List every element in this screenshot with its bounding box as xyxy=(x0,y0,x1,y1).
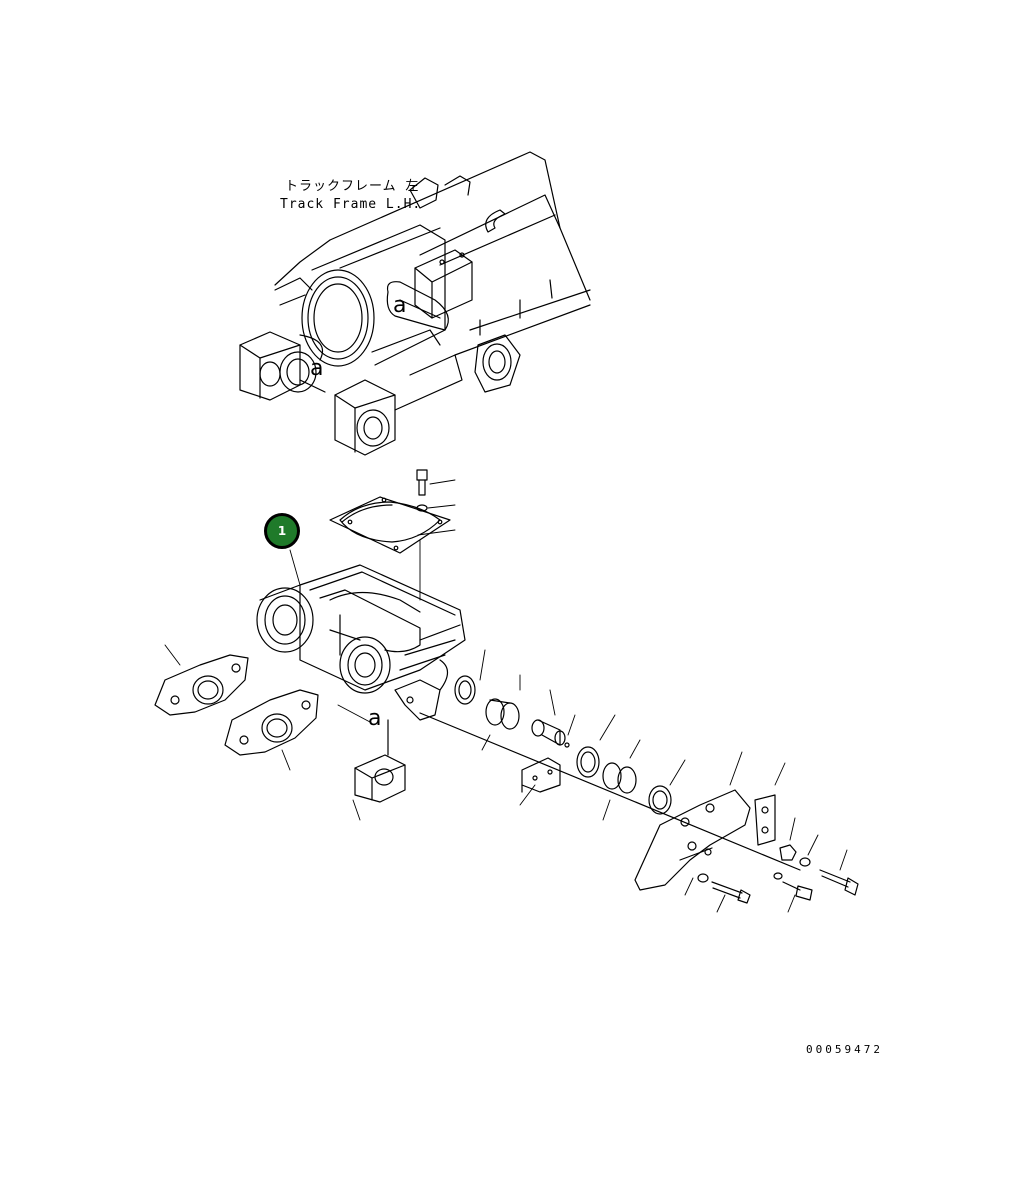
part-callout-1[interactable]: 1 xyxy=(264,513,300,549)
view-mark-a-1: a xyxy=(393,293,407,318)
equalizer-bar-drawing xyxy=(257,470,465,720)
view-mark-a-2: a xyxy=(310,356,324,381)
leader-lines xyxy=(165,480,847,912)
guard-block-drawing xyxy=(355,720,405,802)
shaft-parts-drawing xyxy=(420,676,858,903)
callout-number: 1 xyxy=(277,524,287,538)
side-plates-drawing xyxy=(155,655,318,755)
frame-label-english: Track Frame L.H. xyxy=(280,197,422,212)
drawing-number: 00059472 xyxy=(806,1043,883,1056)
view-mark-a-3: a xyxy=(368,706,382,731)
track-frame-drawing xyxy=(240,152,590,455)
frame-label-japanese: トラックフレーム 左 xyxy=(285,179,420,194)
